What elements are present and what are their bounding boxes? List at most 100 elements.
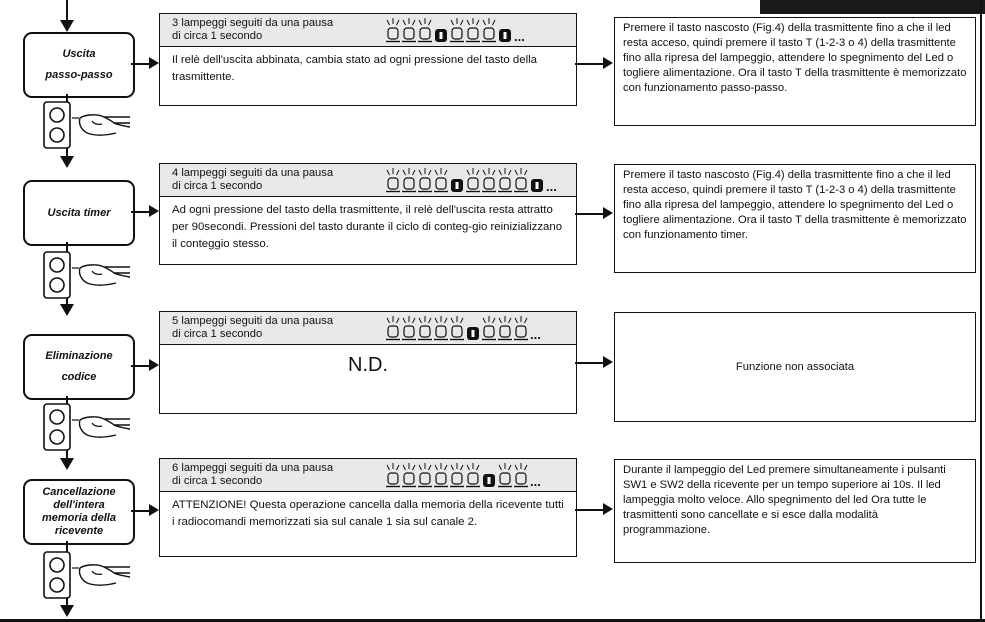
led-sequence-1: ... <box>385 17 525 43</box>
led-pause-icon <box>435 29 447 42</box>
blinking-led-icon <box>434 316 448 341</box>
blinking-led-icon <box>418 168 432 193</box>
blinking-led-icon <box>498 168 512 193</box>
connector-4b <box>575 509 603 511</box>
blinking-led-icon <box>514 316 528 341</box>
arrowhead-1a <box>149 57 159 69</box>
mid-box-2: 4 lampeggi seguiti da una pausa di circa… <box>159 163 577 265</box>
instruction-1: Premere il tasto nascosto (Fig.4) della … <box>623 22 967 94</box>
blinking-led-icon <box>386 18 400 43</box>
hand-button-icon-1 <box>43 101 131 149</box>
state-label-4: Cancellazione dell'intera memoria della … <box>42 486 116 537</box>
led-pause-icon <box>467 327 479 340</box>
led-sequence-ellipsis: ... <box>530 474 541 489</box>
caption-1: 3 lampeggi seguiti da una pausa di circa… <box>172 17 334 42</box>
instruction-box-1: Premere il tasto nascosto (Fig.4) della … <box>614 17 976 126</box>
state-label-3: Eliminazione codice <box>45 350 113 383</box>
led-sequence-ellipsis: ... <box>514 29 525 44</box>
led-sequence-2: ... <box>385 167 557 193</box>
arrowhead-2a <box>149 205 159 217</box>
instruction-box-2: Premere il tasto nascosto (Fig.4) della … <box>614 164 976 273</box>
flow-arrow-2 <box>60 156 74 168</box>
connector-1b <box>575 63 603 65</box>
blinking-led-icon <box>434 168 448 193</box>
instruction-3: Funzione non associata <box>735 360 855 373</box>
led-sequence-3: ... <box>385 315 541 341</box>
arrowhead-4b <box>603 503 613 515</box>
mid-header-2: 4 lampeggi seguiti da una pausa di circa… <box>160 164 576 197</box>
frame-right-border <box>980 0 982 622</box>
state-label-1: Uscita passo-passo <box>45 48 113 81</box>
flow-arrow-1 <box>60 20 74 32</box>
blinking-led-icon <box>402 463 416 488</box>
state-box-4: Cancellazione dell'intera memoria della … <box>23 479 135 545</box>
blinking-led-icon <box>482 168 496 193</box>
arrowhead-3a <box>149 359 159 371</box>
blinking-led-icon <box>402 168 416 193</box>
connector-2b <box>575 213 603 215</box>
mid-box-1: 3 lampeggi seguiti da una pausa di circa… <box>159 13 577 106</box>
caption-2: 4 lampeggi seguiti da una pausa di circa… <box>172 167 334 192</box>
arrowhead-2b <box>603 207 613 219</box>
state-box-3: Eliminazione codice <box>23 334 135 400</box>
hand-button-icon-2 <box>43 251 131 299</box>
instruction-4: Durante il lampeggio del Led premere sim… <box>623 464 946 536</box>
caption-4: 6 lampeggi seguiti da una pausa di circa… <box>172 462 334 487</box>
instruction-box-4: Durante il lampeggio del Led premere sim… <box>614 459 976 563</box>
blinking-led-icon <box>498 463 512 488</box>
state-box-2: Uscita timer <box>23 180 135 246</box>
blinking-led-icon <box>402 316 416 341</box>
hand-button-icon-3 <box>43 403 131 451</box>
flow-arrow-5 <box>60 605 74 617</box>
blinking-led-icon <box>418 463 432 488</box>
mid-box-3: 5 lampeggi seguiti da una pausa di circa… <box>159 311 577 414</box>
blinking-led-icon <box>514 168 528 193</box>
blinking-led-icon <box>466 463 480 488</box>
connector-1a <box>131 63 149 65</box>
led-pause-icon <box>531 179 543 192</box>
state-box-1: Uscita passo-passo <box>23 32 135 98</box>
arrowhead-1b <box>603 57 613 69</box>
blinking-led-icon <box>418 18 432 43</box>
led-sequence-ellipsis: ... <box>546 179 557 194</box>
instruction-2: Premere il tasto nascosto (Fig.4) della … <box>623 169 967 241</box>
blinking-led-icon <box>450 463 464 488</box>
instruction-box-3: Funzione non associata <box>614 312 976 422</box>
description-3: N.D. <box>348 354 388 376</box>
connector-3a <box>131 365 149 367</box>
page-corner-tab <box>760 0 985 14</box>
caption-3: 5 lampeggi seguiti da una pausa di circa… <box>172 315 334 340</box>
flow-line-top <box>66 0 68 20</box>
blinking-led-icon <box>402 18 416 43</box>
mid-header-1: 3 lampeggi seguiti da una pausa di circa… <box>160 14 576 47</box>
flow-arrow-4 <box>60 458 74 470</box>
blinking-led-icon <box>514 463 528 488</box>
led-sequence-ellipsis: ... <box>530 327 541 342</box>
arrowhead-3b <box>603 356 613 368</box>
led-sequence-4: ... <box>385 462 541 488</box>
connector-4a <box>131 510 149 512</box>
blinking-led-icon <box>386 316 400 341</box>
blinking-led-icon <box>450 18 464 43</box>
flow-arrow-3 <box>60 304 74 316</box>
description-2: Ad ogni pressione del tasto della trasmi… <box>172 204 563 250</box>
led-pause-icon <box>499 29 511 42</box>
connector-3b <box>575 362 603 364</box>
frame-bottom-border <box>0 619 985 622</box>
led-pause-icon <box>483 474 495 487</box>
blinking-led-icon <box>466 18 480 43</box>
description-1: Il relè dell'uscita abbinata, cambia sta… <box>172 54 538 83</box>
arrowhead-4a <box>149 504 159 516</box>
blinking-led-icon <box>386 463 400 488</box>
led-pause-icon <box>451 179 463 192</box>
mid-header-4: 6 lampeggi seguiti da una pausa di circa… <box>160 459 576 492</box>
hand-button-icon-4 <box>43 551 131 599</box>
state-label-2: Uscita timer <box>47 206 111 219</box>
blinking-led-icon <box>482 18 496 43</box>
blinking-led-icon <box>418 316 432 341</box>
connector-2a <box>131 211 149 213</box>
description-4: ATTENZIONE! Questa operazione cancella d… <box>172 499 564 528</box>
blinking-led-icon <box>466 168 480 193</box>
blinking-led-icon <box>498 316 512 341</box>
mid-header-3: 5 lampeggi seguiti da una pausa di circa… <box>160 312 576 345</box>
